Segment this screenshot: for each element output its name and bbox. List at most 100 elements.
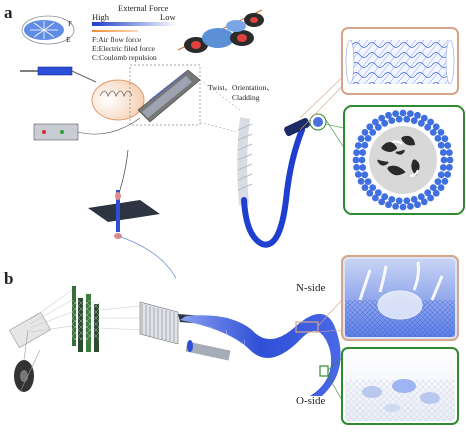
particle-dot <box>403 115 411 123</box>
inset-label-e: E <box>66 35 71 44</box>
collector-plate <box>137 69 201 123</box>
particle-dot <box>381 119 389 127</box>
particle-dot <box>446 164 453 171</box>
spinning-stage <box>88 149 177 279</box>
connector-o <box>327 357 343 401</box>
particle-dot <box>372 194 379 202</box>
n-side-label: N-side <box>296 282 326 294</box>
collector-drum-icon <box>177 9 264 53</box>
particle-dot <box>410 196 418 203</box>
fiber-mesh-inset <box>341 27 459 95</box>
particle-dot <box>385 111 392 119</box>
particle-ring <box>352 109 454 211</box>
particle-dot <box>446 156 454 164</box>
particle-dot <box>364 178 372 186</box>
particle-dot <box>441 177 449 185</box>
particle-dot <box>374 189 382 197</box>
zoom-box <box>129 64 201 126</box>
particle-dot <box>432 123 440 131</box>
heddle-frame-icon <box>72 286 141 352</box>
particle-dot <box>432 189 440 197</box>
force-scale-high: High <box>92 12 109 22</box>
legend-e: E:Electric filed force <box>92 44 155 53</box>
particle-dot <box>399 203 407 211</box>
particle-dot <box>446 149 453 157</box>
roller-icon <box>185 340 231 361</box>
panel-label-a: a <box>4 3 13 22</box>
fabric-roll-icon <box>9 311 51 393</box>
legend-c: C:Coulomb repulsion <box>92 53 157 62</box>
power-supply-icon <box>33 117 141 141</box>
particle-dot <box>366 189 374 197</box>
particle-dot <box>410 117 418 124</box>
particle-dot <box>361 129 369 136</box>
particle-dot <box>439 149 447 156</box>
particle-dot <box>437 141 445 149</box>
particle-dot <box>366 123 374 131</box>
particle-dot <box>414 111 421 119</box>
particle-dot <box>359 149 367 156</box>
particle-dot <box>369 129 377 136</box>
process-caption-2: Cladding <box>232 93 260 102</box>
particle-dot <box>352 156 360 164</box>
particle-dot <box>417 119 425 127</box>
guide-lines <box>199 79 241 133</box>
particle-dot <box>361 184 369 192</box>
particle-dot <box>420 198 428 206</box>
taylor-cone <box>91 79 145 121</box>
particle-dot <box>361 141 369 149</box>
particle-dot <box>372 118 379 126</box>
particle-dot <box>444 171 452 178</box>
particle-dot <box>424 123 432 131</box>
particle-dot <box>354 142 362 149</box>
n-side-inset <box>341 255 459 341</box>
particle-dot <box>407 203 414 210</box>
force-scale-title: External Force <box>118 3 169 13</box>
particle-dot <box>357 135 365 143</box>
particle-dot <box>407 110 414 117</box>
o-side-inset <box>341 347 459 425</box>
particle-dot <box>424 189 432 197</box>
particle-dot <box>378 114 386 122</box>
particle-dot <box>385 201 392 209</box>
particle-dot <box>388 117 396 124</box>
particle-dot <box>392 203 399 210</box>
particle-dot <box>427 194 434 202</box>
particle-dot <box>354 171 362 178</box>
particle-dot <box>439 164 447 171</box>
connector-n <box>317 299 343 333</box>
twisted-yarn <box>237 113 327 248</box>
particle-dot <box>441 135 449 143</box>
particle-dot <box>357 177 365 185</box>
particle-dot <box>429 184 437 192</box>
particle-dot <box>437 129 445 136</box>
force-gradient-bar <box>92 22 178 26</box>
panel-label-b: b <box>4 269 14 288</box>
particle-dot <box>358 156 366 164</box>
particle-dot <box>403 197 411 205</box>
woven-fabric <box>180 313 341 396</box>
particle-dot <box>434 178 442 186</box>
particle-dot <box>420 114 428 122</box>
particle-dot <box>395 115 403 123</box>
particle-dot <box>392 110 399 117</box>
warp-threads <box>29 289 73 333</box>
orange-scale-bar <box>92 30 138 32</box>
particle-dot <box>417 193 425 201</box>
particle-dot <box>427 118 434 126</box>
inset-label-f: F <box>68 19 73 28</box>
particle-dot <box>444 142 452 149</box>
particle-dot <box>353 164 360 171</box>
particle-dot <box>359 164 367 171</box>
particle-dot <box>361 171 369 179</box>
particle-dot <box>434 135 442 142</box>
force-inset <box>21 15 75 45</box>
particle-dot <box>374 123 382 131</box>
particle-dot <box>364 135 372 142</box>
particle-dot <box>395 197 403 205</box>
particle-dot <box>399 109 407 117</box>
force-scale-low: Low <box>160 12 176 22</box>
particle-dot <box>353 149 360 157</box>
